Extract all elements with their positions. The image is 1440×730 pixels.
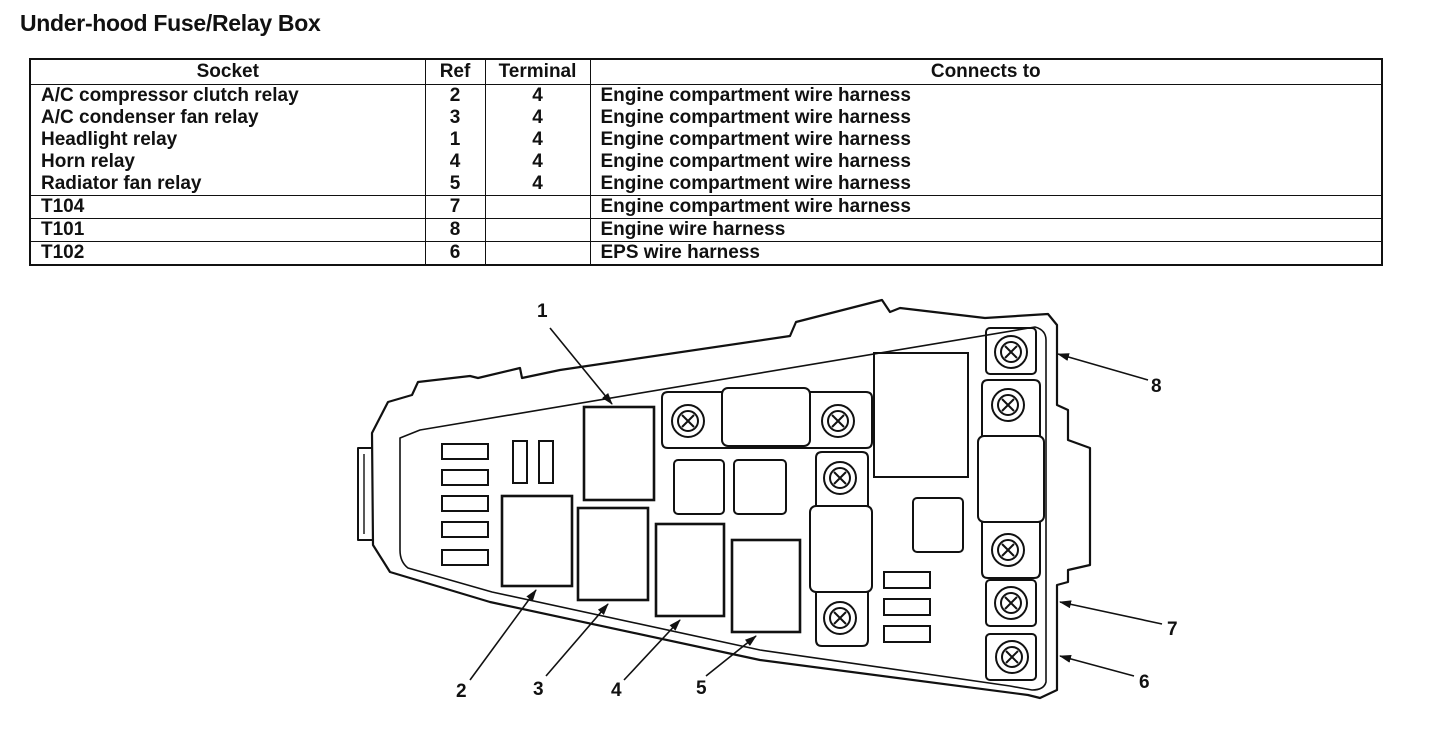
- cell-connects: Engine wire harness: [589, 218, 1383, 242]
- left-connector: [357, 447, 372, 541]
- callout-6: 6: [1139, 672, 1150, 693]
- bolt-icon: [823, 461, 857, 495]
- large-fuse-block: [873, 352, 969, 478]
- leader-line-2: [469, 589, 537, 681]
- callout-1: 1: [537, 301, 548, 322]
- callout-8: 8: [1151, 376, 1162, 397]
- callout-5: 5: [696, 678, 707, 699]
- bolt-icon: [821, 404, 855, 438]
- cell-connects: Engine compartment wire harness: [589, 129, 1383, 151]
- fuse-box-outer-housing: [370, 298, 1092, 700]
- mini-fuse: [883, 625, 931, 643]
- cell-socket: A/C compressor clutch relay: [29, 84, 426, 107]
- cell-connects: EPS wire harness: [589, 241, 1383, 265]
- cell-socket: T101: [29, 218, 426, 242]
- table-header-row: Socket Ref Terminal Connects to: [29, 59, 1383, 85]
- mini-fuse: [441, 469, 489, 486]
- relay-headlight: [582, 405, 656, 502]
- table-row: Radiator fan relay 5 4 Engine compartmen…: [29, 173, 1383, 196]
- relay-horn: [654, 522, 726, 618]
- mini-fuse: [441, 549, 489, 566]
- mini-fuse-vertical: [512, 440, 528, 484]
- maxi-fuse-horizontal: [661, 391, 873, 449]
- leader-line-6: [1059, 655, 1135, 677]
- leader-line-8: [1057, 353, 1149, 381]
- terminal-block-8: [985, 327, 1037, 375]
- mini-fuse: [441, 443, 489, 460]
- header-socket: Socket: [29, 59, 426, 85]
- mini-fuse: [883, 571, 931, 589]
- cell-connects: Engine compartment wire harness: [589, 84, 1383, 107]
- page-title: Under-hood Fuse/Relay Box: [20, 10, 321, 36]
- header-connects-to: Connects to: [589, 59, 1383, 85]
- callout-3: 3: [533, 679, 544, 700]
- small-socket: [673, 459, 725, 515]
- fuse-box-inner-outline: [399, 326, 1047, 691]
- callout-7: 7: [1167, 619, 1178, 640]
- leader-line-3: [545, 603, 609, 677]
- bolt-icon: [994, 335, 1028, 369]
- table-row: A/C compressor clutch relay 2 4 Engine c…: [29, 84, 1383, 107]
- relay-ac-condenser-fan: [576, 506, 650, 602]
- callout-2: 2: [456, 681, 467, 702]
- cell-socket: T104: [29, 195, 426, 219]
- header-terminal: Terminal: [484, 59, 591, 85]
- callout-4: 4: [611, 680, 622, 701]
- table-row: T104 7 Engine compartment wire harness: [29, 195, 1383, 219]
- table-row: T101 8 Engine wire harness: [29, 218, 1383, 242]
- bolt-icon: [995, 640, 1029, 674]
- cell-socket: A/C condenser fan relay: [29, 107, 426, 129]
- terminal-block-6: [985, 633, 1037, 681]
- bolt-icon: [994, 586, 1028, 620]
- bolt-icon: [671, 404, 705, 438]
- maxi-fuse-right: [981, 379, 1041, 579]
- table-row: Headlight relay 1 4 Engine compartment w…: [29, 129, 1383, 151]
- leader-line-4: [623, 619, 681, 681]
- relay-radiator-fan: [730, 538, 802, 634]
- cell-connects: Engine compartment wire harness: [589, 107, 1383, 129]
- relay-ac-compressor-clutch: [500, 494, 574, 588]
- mini-fuse: [883, 598, 931, 616]
- mini-fuse-vertical: [538, 440, 554, 484]
- leader-line-1: [549, 327, 613, 405]
- leader-line-5: [705, 635, 757, 677]
- bolt-icon: [991, 388, 1025, 422]
- cell-connects: Engine compartment wire harness: [589, 195, 1383, 219]
- cell-connects: Engine compartment wire harness: [589, 151, 1383, 173]
- cell-connects: Engine compartment wire harness: [589, 173, 1383, 196]
- fuse-relay-table: Socket Ref Terminal Connects to A/C comp…: [29, 58, 1383, 266]
- small-socket: [912, 497, 964, 553]
- bolt-icon: [823, 601, 857, 635]
- bolt-icon: [991, 533, 1025, 567]
- table-row: T102 6 EPS wire harness: [29, 241, 1383, 265]
- small-socket: [733, 459, 787, 515]
- table-row: Horn relay 4 4 Engine compartment wire h…: [29, 151, 1383, 173]
- cell-socket: Radiator fan relay: [29, 173, 426, 196]
- cell-socket: Headlight relay: [29, 129, 426, 151]
- cell-socket: T102: [29, 241, 426, 265]
- mini-fuse: [441, 521, 489, 538]
- terminal-block-7: [985, 579, 1037, 627]
- maxi-fuse-vertical: [815, 451, 869, 647]
- table-row: A/C condenser fan relay 3 4 Engine compa…: [29, 107, 1383, 129]
- mini-fuse: [441, 495, 489, 512]
- cell-socket: Horn relay: [29, 151, 426, 173]
- leader-line-7: [1059, 600, 1163, 625]
